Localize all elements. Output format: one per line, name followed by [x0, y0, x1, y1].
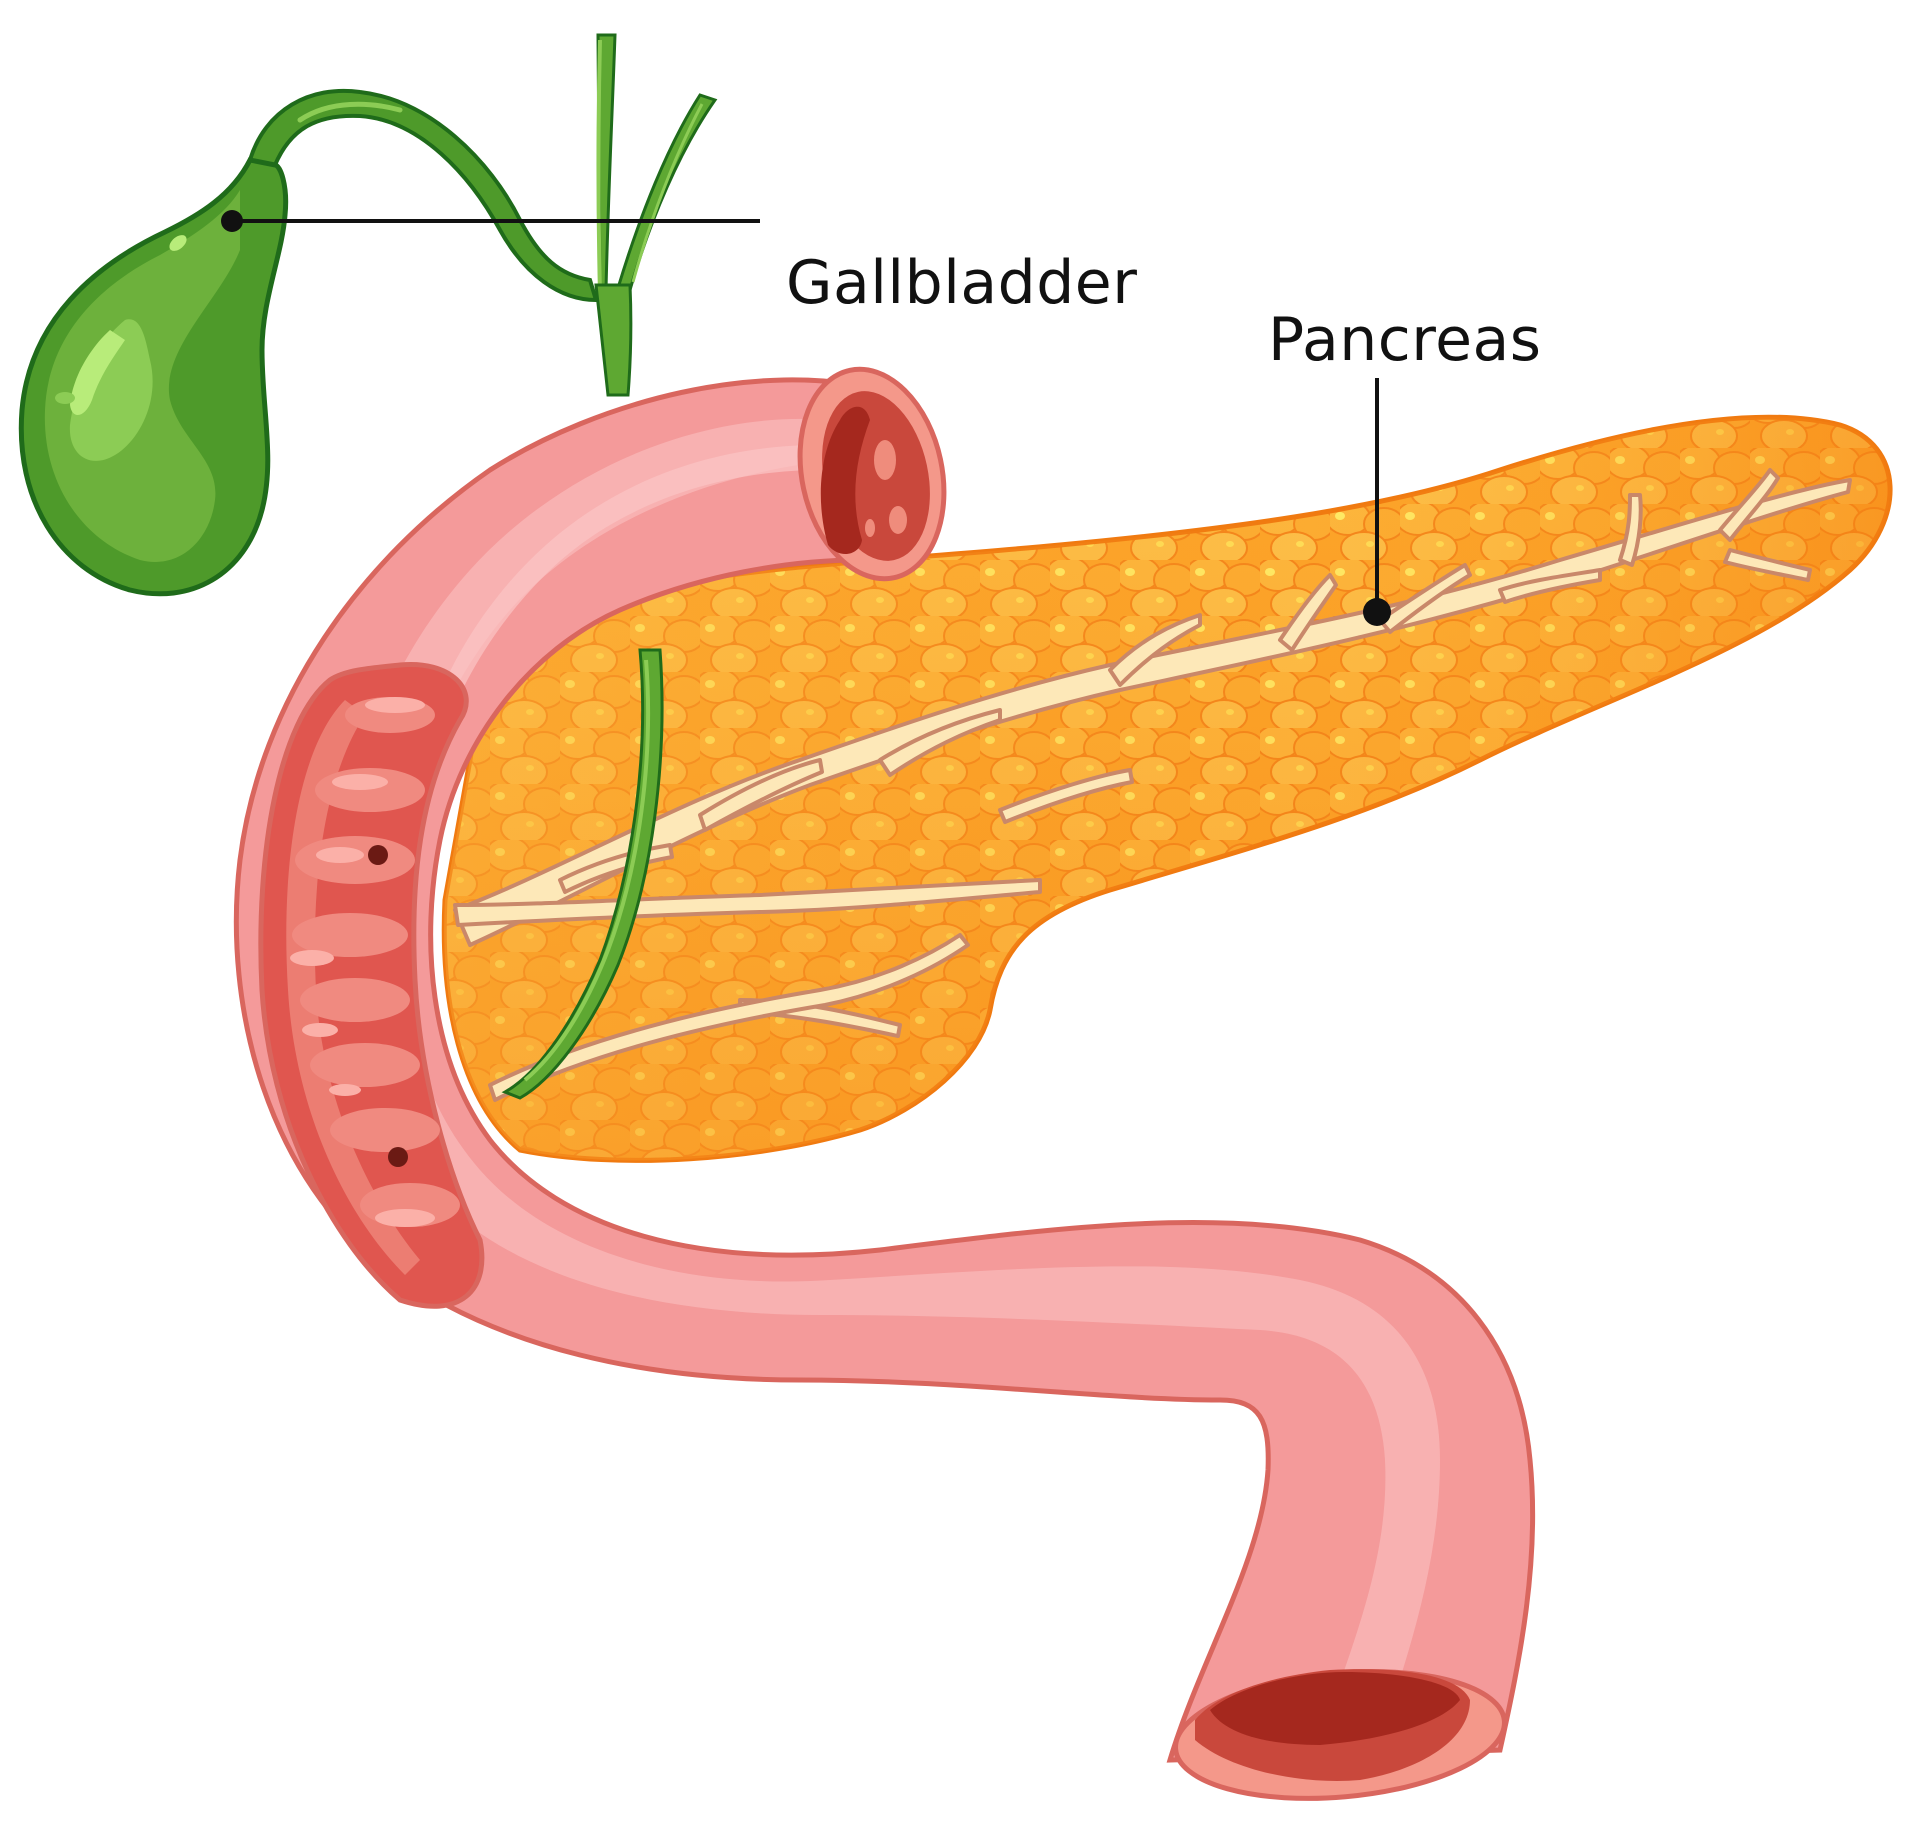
duodenum [233, 366, 1536, 1801]
duodenum-lower-opening [1173, 1669, 1507, 1801]
ampulla-opening [368, 845, 388, 865]
pancreatic-duct [453, 468, 1852, 1102]
gallbladder [18, 88, 599, 597]
minor-papilla-opening [388, 1147, 408, 1167]
pancreas-label: Pancreas [1268, 305, 1542, 375]
duodenum-mucosa-window [258, 661, 485, 1309]
duodenum-upper-opening [797, 366, 947, 582]
pancreas-leader [1363, 378, 1391, 626]
pancreas-pointer-dot [1363, 598, 1391, 626]
bile-duct [501, 33, 718, 1100]
pancreas [441, 414, 1893, 1163]
cystic-duct [247, 88, 599, 303]
gallbladder-label: Gallbladder [786, 248, 1138, 318]
gallbladder-leader [221, 210, 760, 232]
